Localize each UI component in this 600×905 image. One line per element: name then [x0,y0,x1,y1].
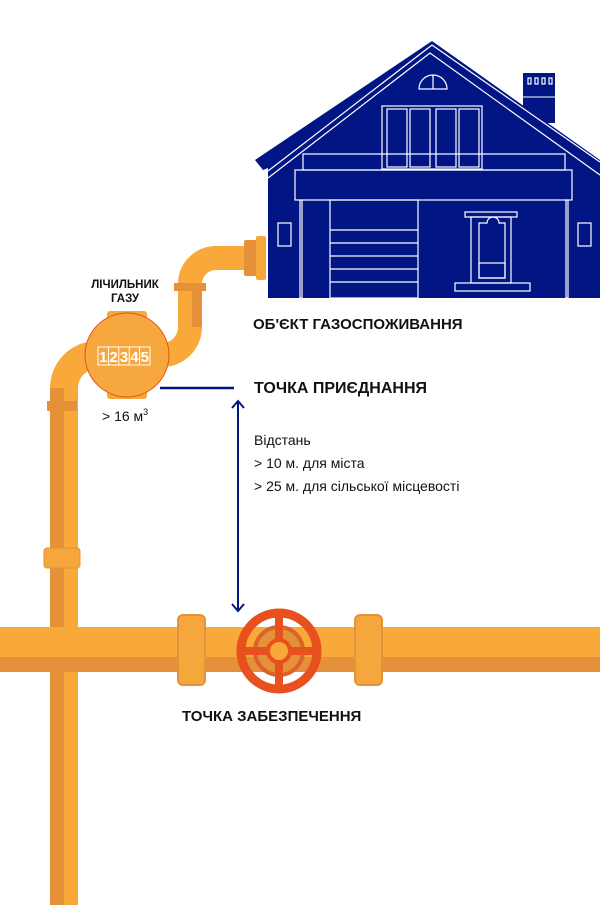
meter-digit: 3 [120,349,128,366]
meter-label-line1: ЛІЧИЛЬНИК [91,279,160,291]
distance-city: > 10 м. для міста [254,455,365,471]
meter-digit: 2 [109,349,117,366]
meter-digit: 4 [130,349,139,366]
pipe-flange [177,614,206,686]
meter-digit: 1 [99,349,107,366]
meter-capacity: > 16 м3 [102,407,148,424]
pipe-coupling [47,401,77,411]
meter-digit: 5 [141,349,149,366]
gas-meter: 1 2 3 4 5 [84,311,170,399]
supply-point-label: ТОЧКА ЗАБЕЗПЕЧЕННЯ [182,708,361,725]
meter-label-line2: ГАЗУ [111,293,140,305]
distance-arrow [231,399,245,613]
pipe-flange [354,614,383,686]
meter-counter: 1 2 3 4 5 [97,346,151,366]
distance-title: Відстань [254,432,311,448]
connection-point-label: ТОЧКА ПРИЄДНАННЯ [254,380,427,397]
house-inlet-pipe [150,236,266,367]
valve-handwheel-icon[interactable] [236,608,322,694]
pipe-coupling [43,547,81,569]
distance-rural: > 25 м. для сільської місцевості [254,478,459,494]
house-icon [255,41,600,299]
house-label: ОБ'ЄКТ ГАЗОСПОЖИВАННЯ [253,316,463,333]
